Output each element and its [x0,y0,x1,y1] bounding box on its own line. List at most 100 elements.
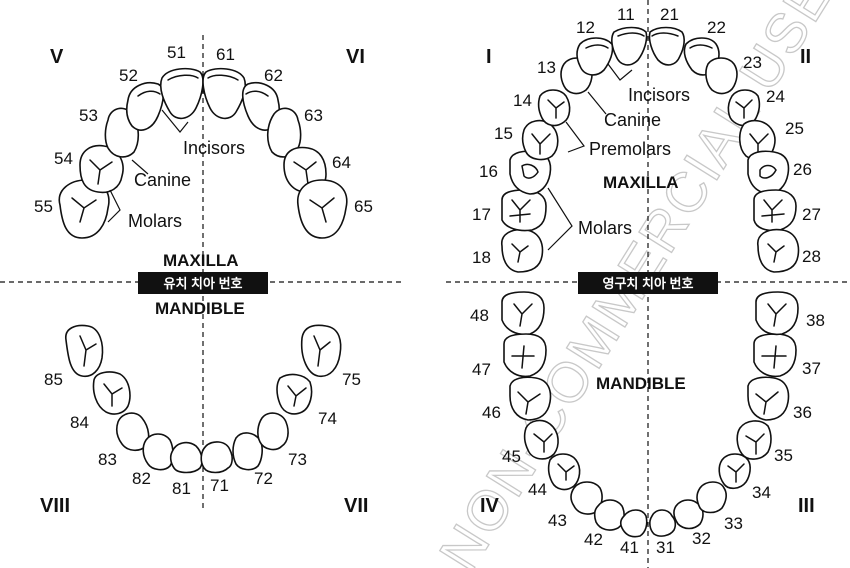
tooth-32 [673,499,704,530]
label-molars: Molars [128,211,182,231]
tooth-41 [619,509,648,538]
primary-mandible-label: MANDIBLE [155,299,245,318]
permanent-banner [578,272,718,294]
quadrant-label-VI: VI [346,46,365,68]
tooth-number-55: 55 [34,197,53,216]
primary-upper-numbers: 55 54 53 52 51 61 62 63 64 65 [34,43,373,216]
tooth-number-35: 35 [774,446,793,465]
permanent-dentition-chart: 18 17 16 15 14 13 12 11 21 22 23 24 25 2… [470,5,825,557]
primary-maxilla-label: MAXILLA [163,251,239,270]
tooth-number-11: 11 [617,5,635,24]
tooth-number-24: 24 [766,87,785,106]
tooth-number-47: 47 [472,360,491,379]
tooth-35 [736,420,772,460]
label-canine-permanent: Canine [604,110,661,130]
tooth-number-27: 27 [802,205,821,224]
tooth-61 [202,67,247,120]
tooth-number-51: 51 [167,43,186,62]
tooth-number-65: 65 [354,197,373,216]
tooth-number-28: 28 [802,247,821,266]
tooth-number-52: 52 [119,66,138,85]
tooth-number-85: 85 [44,370,63,389]
primary-lower-numbers: 85 84 83 82 81 71 72 73 74 75 [44,370,361,498]
quadrant-label-III: III [798,495,815,517]
tooth-81 [169,441,203,474]
tooth-14 [537,89,571,127]
quadrant-label-IV: IV [480,495,500,517]
tooth-75 [300,324,342,378]
tooth-15 [521,119,559,161]
tooth-number-18: 18 [472,248,491,267]
tooth-number-81: 81 [172,479,191,498]
primary-banner-text: 유치 치아 번호 [164,276,243,291]
tooth-36 [747,376,790,421]
tooth-52 [126,82,165,131]
tooth-number-44: 44 [528,480,547,499]
label-premolars-permanent: Premolars [589,139,671,159]
tooth-17 [501,189,547,232]
quadrant-label-II: II [800,46,811,68]
tooth-26 [747,150,790,195]
label-canine: Canine [134,170,191,190]
tooth-number-72: 72 [254,469,273,488]
tooth-44 [547,453,581,491]
permanent-maxilla-label: MAXILLA [603,173,679,192]
tooth-number-31: 31 [656,538,675,557]
tooth-72 [232,432,263,471]
primary-banner [138,272,268,294]
quadrant-label-I: I [486,46,492,68]
tooth-number-42: 42 [584,530,603,549]
permanent-upper-arch [501,26,800,273]
tooth-number-36: 36 [793,403,812,422]
tooth-47 [503,333,547,378]
tooth-number-14: 14 [513,91,532,110]
tooth-number-16: 16 [479,162,498,181]
tooth-42 [593,499,625,531]
tooth-number-62: 62 [264,66,283,85]
tooth-number-46: 46 [482,403,501,422]
tooth-number-41: 41 [620,538,639,557]
tooth-number-21: 21 [660,5,679,24]
label-molars-permanent: Molars [578,218,632,238]
tooth-number-15: 15 [494,124,513,143]
tooth-46 [509,376,552,421]
tooth-number-83: 83 [98,450,117,469]
label-incisors-permanent: Incisors [628,85,690,105]
permanent-upper-numbers: 18 17 16 15 14 13 12 11 21 22 23 24 25 2… [472,5,821,267]
permanent-mandible-label: MANDIBLE [596,374,686,393]
tooth-number-13: 13 [537,58,556,77]
permanent-banner-text: 영구치 치아 번호 [603,276,694,291]
label-incisors: Incisors [183,138,245,158]
tooth-number-33: 33 [724,514,743,533]
tooth-number-37: 37 [802,359,821,378]
tooth-number-75: 75 [342,370,361,389]
tooth-number-48: 48 [470,306,489,325]
tooth-number-82: 82 [132,469,151,488]
tooth-number-61: 61 [216,45,235,64]
tooth-number-17: 17 [472,205,491,224]
tooth-number-74: 74 [318,409,337,428]
tooth-51 [159,67,204,120]
tooth-12 [576,37,614,76]
tooth-number-64: 64 [332,153,351,172]
tooth-number-26: 26 [793,160,812,179]
tooth-number-73: 73 [288,450,307,469]
tooth-27 [753,189,797,232]
permanent-lower-numbers: 48 47 46 45 44 43 42 41 31 32 33 34 35 3… [470,306,825,557]
tooth-number-34: 34 [752,483,771,502]
tooth-number-53: 53 [79,106,98,125]
tooth-number-43: 43 [548,511,567,530]
tooth-11 [611,26,648,66]
primary-upper-arch [58,67,348,239]
tooth-number-12: 12 [576,18,595,37]
tooth-number-23: 23 [743,53,762,72]
primary-dentition-chart: 55 54 53 52 51 61 62 63 64 65 85 84 83 8… [34,43,373,517]
tooth-21 [648,26,685,66]
tooth-number-32: 32 [692,529,711,548]
permanent-lower-arch [501,291,799,538]
tooth-31 [649,509,677,537]
tooth-number-25: 25 [785,119,804,138]
tooth-number-71: 71 [210,476,229,495]
tooth-number-63: 63 [304,106,323,125]
